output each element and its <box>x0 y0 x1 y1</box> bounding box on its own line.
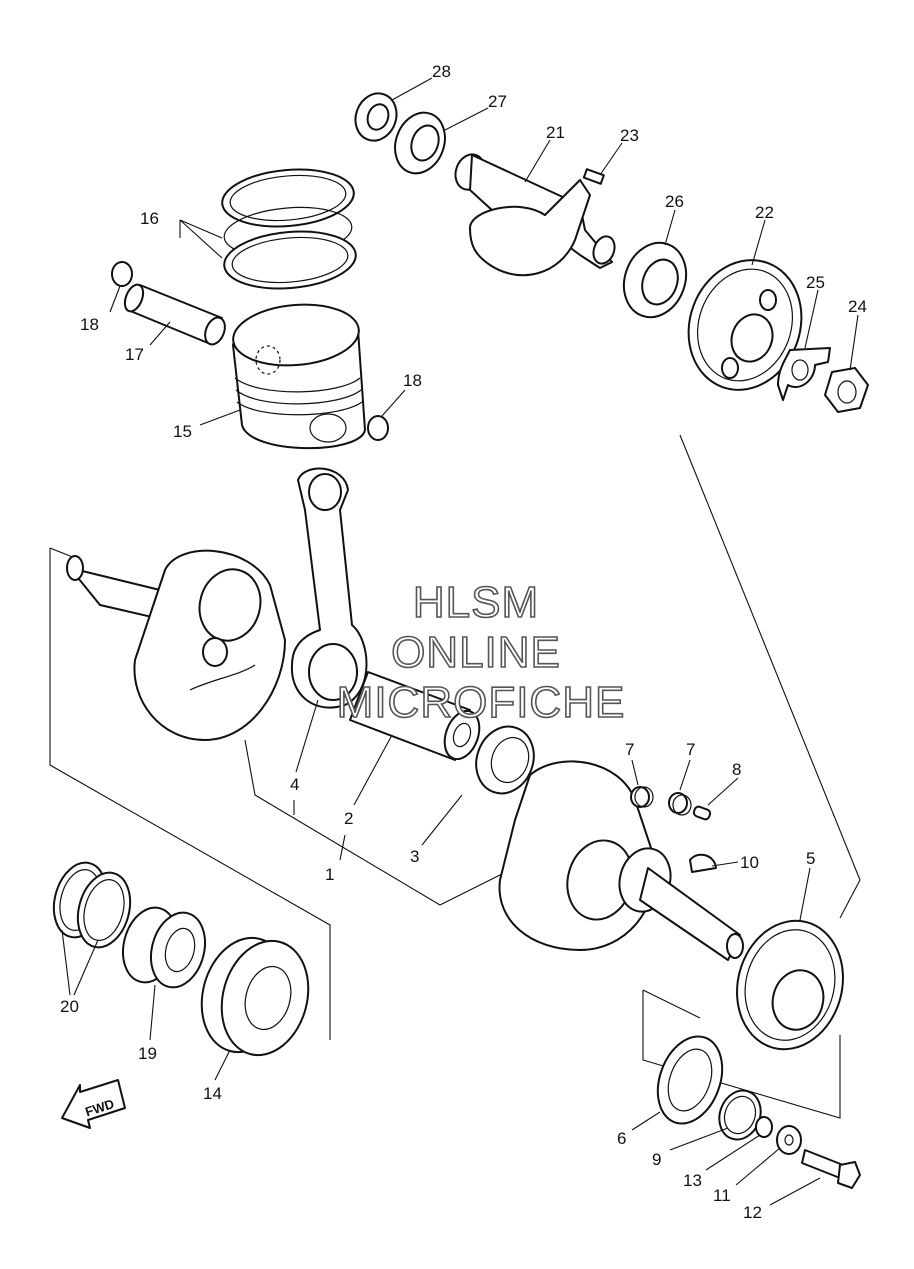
callout-19[interactable]: 19 <box>138 1044 157 1063</box>
leader-lines <box>61 77 859 1206</box>
callout-7-left[interactable]: 7 <box>625 740 634 759</box>
callout-3[interactable]: 3 <box>410 847 419 866</box>
assembly-lines <box>49 434 861 1119</box>
callout-2[interactable]: 2 <box>344 809 353 828</box>
part-11-washer[interactable] <box>776 1125 802 1155</box>
part-22-balancer-gear[interactable] <box>671 244 820 406</box>
callout-8[interactable]: 8 <box>732 760 741 779</box>
part-1-crankshaft-left[interactable] <box>66 549 286 741</box>
part-5-primary-drive-gear[interactable] <box>723 909 857 1061</box>
part-4-connecting-rod[interactable] <box>290 467 368 709</box>
callout-6[interactable]: 6 <box>617 1129 626 1148</box>
part-13-o-ring[interactable] <box>755 1116 773 1138</box>
callout-labels: 28 27 21 23 26 22 25 24 16 18 17 18 15 4… <box>60 62 867 1222</box>
part-24-nut[interactable] <box>824 367 869 413</box>
callout-18-left[interactable]: 18 <box>80 315 99 334</box>
callout-11[interactable]: 11 <box>713 1186 731 1205</box>
part-8-pin[interactable] <box>692 805 712 821</box>
callout-16[interactable]: 16 <box>140 209 159 228</box>
fwd-arrow-icon: FWD <box>61 1079 126 1129</box>
callout-25[interactable]: 25 <box>806 273 825 292</box>
watermark-line-3: MICROFICHE <box>337 678 626 727</box>
part-28-oil-seal[interactable] <box>349 88 403 147</box>
watermark-line-2: ONLINE <box>391 628 561 677</box>
part-26-bearing[interactable] <box>614 234 696 326</box>
part-16-piston-rings[interactable] <box>220 164 358 293</box>
callout-24[interactable]: 24 <box>848 297 867 316</box>
callout-28[interactable]: 28 <box>432 62 451 81</box>
part-7-spring-right[interactable] <box>668 792 692 816</box>
part-23-key[interactable] <box>582 168 605 185</box>
part-18-circlip-left[interactable] <box>111 261 133 287</box>
part-1-crankshaft-right[interactable] <box>498 760 744 961</box>
part-21-balancer-shaft[interactable] <box>451 150 618 277</box>
callout-22[interactable]: 22 <box>755 203 774 222</box>
part-20-rings[interactable] <box>46 857 138 953</box>
callout-10[interactable]: 10 <box>740 853 759 872</box>
callout-15[interactable]: 15 <box>173 422 192 441</box>
part-14-bearing[interactable] <box>189 928 320 1065</box>
part-27-bearing[interactable] <box>387 106 453 181</box>
part-17-piston-pin[interactable] <box>121 282 228 347</box>
callout-20[interactable]: 20 <box>60 997 79 1016</box>
watermark-line-1: HLSM <box>413 578 539 627</box>
part-6-plate[interactable] <box>646 1027 733 1132</box>
callout-26[interactable]: 26 <box>665 192 684 211</box>
part-7-spring-left[interactable] <box>630 786 654 808</box>
part-10-woodruff-key[interactable] <box>689 853 717 873</box>
part-9-circlip[interactable] <box>713 1085 768 1146</box>
callout-21[interactable]: 21 <box>546 123 565 142</box>
callout-5[interactable]: 5 <box>806 849 815 868</box>
callout-27[interactable]: 27 <box>488 92 507 111</box>
part-2-crank-pin[interactable] <box>349 671 486 764</box>
callout-7-right[interactable]: 7 <box>686 740 695 759</box>
part-18-circlip-right[interactable] <box>367 415 389 441</box>
callout-17[interactable]: 17 <box>125 345 144 364</box>
part-25-lock-washer[interactable] <box>777 347 831 401</box>
callout-14[interactable]: 14 <box>203 1084 222 1103</box>
callout-12[interactable]: 12 <box>743 1203 762 1222</box>
callout-13[interactable]: 13 <box>683 1171 702 1190</box>
callout-4[interactable]: 4 <box>290 775 299 794</box>
callout-1[interactable]: 1 <box>325 865 334 884</box>
part-19-spacer[interactable] <box>115 902 213 994</box>
part-3-needle-bearing[interactable] <box>467 718 543 801</box>
callout-23[interactable]: 23 <box>620 126 639 145</box>
part-15-piston[interactable] <box>231 300 366 450</box>
watermark: HLSM ONLINE MICROFICHE <box>336 577 626 728</box>
callout-9[interactable]: 9 <box>652 1150 661 1169</box>
callout-18-right[interactable]: 18 <box>403 371 422 390</box>
part-12-bolt[interactable] <box>801 1149 861 1189</box>
